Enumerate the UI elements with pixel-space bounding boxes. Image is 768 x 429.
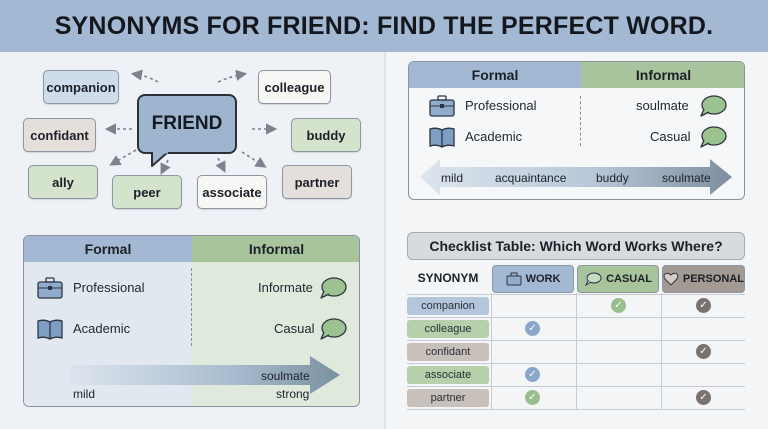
arrow-peer xyxy=(160,159,171,175)
academic-label-bottom: Academic xyxy=(73,321,131,336)
check-icon: ✓ xyxy=(696,390,711,405)
card-divider-bottom xyxy=(191,268,192,346)
check-icon: ✓ xyxy=(611,298,626,313)
column-header-personal: PERSONAL xyxy=(662,265,745,293)
check-icon: ✓ xyxy=(696,344,711,359)
node-peer[interactable]: peer xyxy=(112,175,182,209)
scale-label-soulmate: soulmate xyxy=(662,171,711,185)
informal-header: Informal xyxy=(192,236,359,262)
row-divider xyxy=(407,294,745,295)
professional-label-top: Professional xyxy=(465,98,537,113)
checklist-title-text: Checklist Table: Which Word Works Where? xyxy=(429,238,723,254)
row-label-associate: associate xyxy=(407,366,489,384)
speech-bubble-icon xyxy=(585,272,602,286)
node-ally[interactable]: ally xyxy=(28,165,98,199)
arrow-associate xyxy=(215,157,226,173)
scale-label-mild: mild xyxy=(441,171,464,185)
synonym-column-header: SYNONYM xyxy=(417,271,479,285)
column-header-casual: CASUAL xyxy=(577,265,659,293)
briefcase-icon xyxy=(37,277,63,299)
check-icon: ✓ xyxy=(525,367,540,382)
row-label-confidant: confidant xyxy=(407,343,489,361)
intensity-scale-arrow-bottom xyxy=(70,356,340,394)
speech-bubble-icon xyxy=(320,318,347,340)
intensity-scale-arrow xyxy=(420,159,732,195)
row-divider xyxy=(407,409,745,410)
speech-bubble-icon xyxy=(320,277,347,299)
mild-label-bottom: mild xyxy=(73,387,96,401)
page-title: SYNONYMS FOR FRIEND: FIND THE PERFECT WO… xyxy=(54,11,714,40)
checklist-title: Checklist Table: Which Word Works Where? xyxy=(407,232,745,260)
row-divider xyxy=(407,340,745,341)
node-associate[interactable]: associate xyxy=(197,175,267,209)
panel-divider xyxy=(384,52,386,429)
row-label-companion: companion xyxy=(407,297,489,315)
card-divider-top xyxy=(580,96,581,146)
arrow-ally xyxy=(109,149,137,166)
casual-label-bottom: Casual xyxy=(274,321,315,336)
casual-label-top: Casual xyxy=(650,129,691,144)
node-partner[interactable]: partner xyxy=(282,165,352,199)
informal-header: Informal xyxy=(581,62,744,88)
strong-label-bottom: strong xyxy=(276,387,310,401)
scale-label-acquaintance: acquaintance xyxy=(495,171,567,185)
book-icon xyxy=(429,127,455,148)
briefcase-icon xyxy=(506,272,522,286)
check-icon: ✓ xyxy=(525,390,540,405)
professional-label-bottom: Professional xyxy=(73,280,145,295)
scale-label-buddy: buddy xyxy=(596,171,629,185)
column-header-work-label: WORK xyxy=(525,273,561,285)
soulmate-label-top: soulmate xyxy=(636,98,689,113)
row-divider xyxy=(407,363,745,364)
row-divider xyxy=(407,317,745,318)
formal-header: Formal xyxy=(409,62,581,88)
row-label-partner: partner xyxy=(407,389,489,407)
informate-label: Informate xyxy=(258,280,313,295)
column-divider xyxy=(661,293,662,410)
node-colleague[interactable]: colleague xyxy=(258,70,331,104)
speech-tail-icon xyxy=(151,152,169,167)
arrow-partner xyxy=(241,151,267,168)
row-divider xyxy=(407,386,745,387)
formal-header: Formal xyxy=(24,236,192,262)
column-header-casual-label: CASUAL xyxy=(606,273,652,285)
check-icon: ✓ xyxy=(525,321,540,336)
mindmap-arrows xyxy=(104,69,278,175)
speech-bubble-icon xyxy=(700,126,727,148)
row-label-colleague: colleague xyxy=(407,320,489,338)
briefcase-icon xyxy=(429,95,455,117)
column-header-personal-label: PERSONAL xyxy=(682,273,744,285)
node-buddy[interactable]: buddy xyxy=(291,118,361,152)
heart-icon xyxy=(663,272,679,286)
arrow-colleague xyxy=(217,69,248,83)
check-icon: ✓ xyxy=(696,298,711,313)
column-divider xyxy=(576,293,577,410)
node-companion[interactable]: companion xyxy=(43,70,119,104)
center-node-friend: FRIEND xyxy=(137,94,237,154)
column-header-work: WORK xyxy=(492,265,574,293)
academic-label-top: Academic xyxy=(465,129,523,144)
node-confidant[interactable]: confidant xyxy=(23,118,96,152)
center-node-label: FRIEND xyxy=(151,113,223,134)
arrow-companion xyxy=(130,69,159,83)
book-icon xyxy=(37,319,63,340)
page-header: SYNONYMS FOR FRIEND: FIND THE PERFECT WO… xyxy=(0,0,768,52)
column-divider xyxy=(491,293,492,410)
speech-bubble-icon xyxy=(700,95,727,117)
soulmate-label-bottom: soulmate xyxy=(261,369,310,383)
